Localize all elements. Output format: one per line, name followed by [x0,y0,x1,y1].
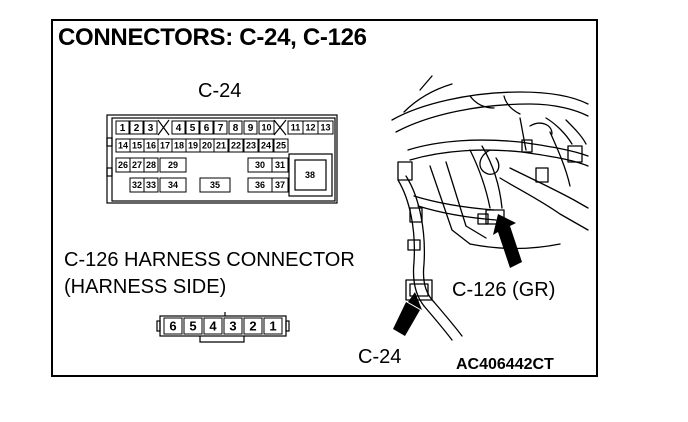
c24-pin-13-box [317,120,334,135]
c24-pin-37-box [271,177,289,193]
c24-pin-27-label: 27 [132,160,142,170]
c24-pin-33-box [143,177,159,193]
c126-pin-4-label: 4 [209,319,217,334]
c24-pin-2-label: 2 [134,123,140,134]
c24-pin-33-label: 33 [146,180,156,190]
c24-pin-6-box [199,120,214,135]
c24-pin-11-label: 11 [291,123,301,133]
c24-pin-9-box [243,120,258,135]
c24-connector-label: C-24 [198,80,242,102]
c24-pin-34-box [159,177,187,193]
c24-pin-16-label: 16 [146,141,156,151]
c24-pin-2-box [129,120,144,135]
c24-pin-12-label: 12 [305,123,315,133]
c24-pin-4-label: 4 [176,123,182,134]
c126-pin-6-label: 6 [169,319,176,334]
callout-c126: C-126 (GR) [452,279,556,301]
c24-pin-31-label: 31 [275,160,285,170]
c24-pin-23-box [243,138,259,153]
c24-pin-5-label: 5 [190,123,196,134]
c24-pin-6-label: 6 [204,123,210,134]
c24-pin-37-label: 37 [275,180,285,190]
c24-pin-35-box [199,177,231,193]
c24-pin-8-box [228,120,243,135]
arrow-c24 [393,292,422,336]
c24-pin-36-label: 36 [255,180,265,190]
c126-pin-2-box [243,317,263,335]
c126-pin-6-box [163,317,183,335]
c24-pin-25-box [273,138,289,153]
harness-illustration [391,75,589,341]
c24-pin-10-label: 10 [261,123,271,133]
diagram-frame [51,19,598,377]
diagram-title: CONNECTORS: C-24, C-126 [58,24,367,51]
figure-code: AC406442CT [456,356,554,373]
c24-pin-7-label: 7 [218,123,224,134]
c126-pin-5-label: 5 [189,319,196,334]
c126-pin-2-label: 2 [249,319,256,334]
c24-pin-20-label: 20 [202,141,212,151]
c24-pin-1-box [115,120,130,135]
c24-pin-18-label: 18 [174,141,184,151]
c126-label-line1: C-126 HARNESS CONNECTOR [64,249,355,271]
callout-c24: C-24 [358,346,402,368]
c24-pin-29-box [159,157,187,173]
c24-pin-8-label: 8 [233,123,239,134]
c24-pin-32-label: 32 [132,180,142,190]
c24-pin-4-box [171,120,186,135]
c24-pin-35-label: 35 [210,180,220,190]
c24-pin-38-label: 38 [305,170,315,180]
c24-connector-face [106,114,338,204]
c24-pin-24-label: 24 [261,141,271,151]
c126-pin-3-box [223,317,243,335]
c126-pin-3-label: 3 [229,319,236,334]
c126-pin-5-box [183,317,203,335]
c126-pin-1-label: 1 [269,319,276,334]
c24-pin-31-box [271,157,289,173]
c24-pin-13-label: 13 [320,123,330,133]
c24-pin-17-label: 17 [160,141,170,151]
c24-pin-14-label: 14 [118,141,128,151]
c24-pin-21-label: 21 [216,141,226,151]
c24-pin-9-label: 9 [248,123,254,134]
c126-pin-4-box [203,317,223,335]
c24-pin-24-box [258,138,274,153]
c24-pin-21-box [213,138,229,153]
c126-label-line2: (HARNESS SIDE) [64,276,227,298]
c24-pin-19-label: 19 [188,141,198,151]
c24-pin-28-box [143,157,159,173]
c24-pin-28-label: 28 [146,160,156,170]
arrow-c126 [493,214,522,268]
c24-pin-29-label: 29 [168,160,178,170]
c24-pin-3-box [143,120,158,135]
c24-pin-22-box [228,138,244,153]
c24-pin-22-label: 22 [231,141,241,151]
c24-pin-23-label: 23 [246,141,256,151]
c24-pin-1-label: 1 [120,123,126,134]
c24-pin-3-label: 3 [148,123,154,134]
c24-pin-26-label: 26 [118,160,128,170]
c126-pin-1-box [263,317,283,335]
c24-pin-15-label: 15 [132,141,142,151]
c24-pin-7-box [213,120,228,135]
c24-pin-30-label: 30 [255,160,265,170]
c24-pin-5-box [185,120,200,135]
c24-pin-34-label: 34 [168,180,178,190]
c24-pin-25-label: 25 [276,141,286,151]
c24-pin-10-box [258,120,275,135]
c126-connector-face [156,312,290,343]
